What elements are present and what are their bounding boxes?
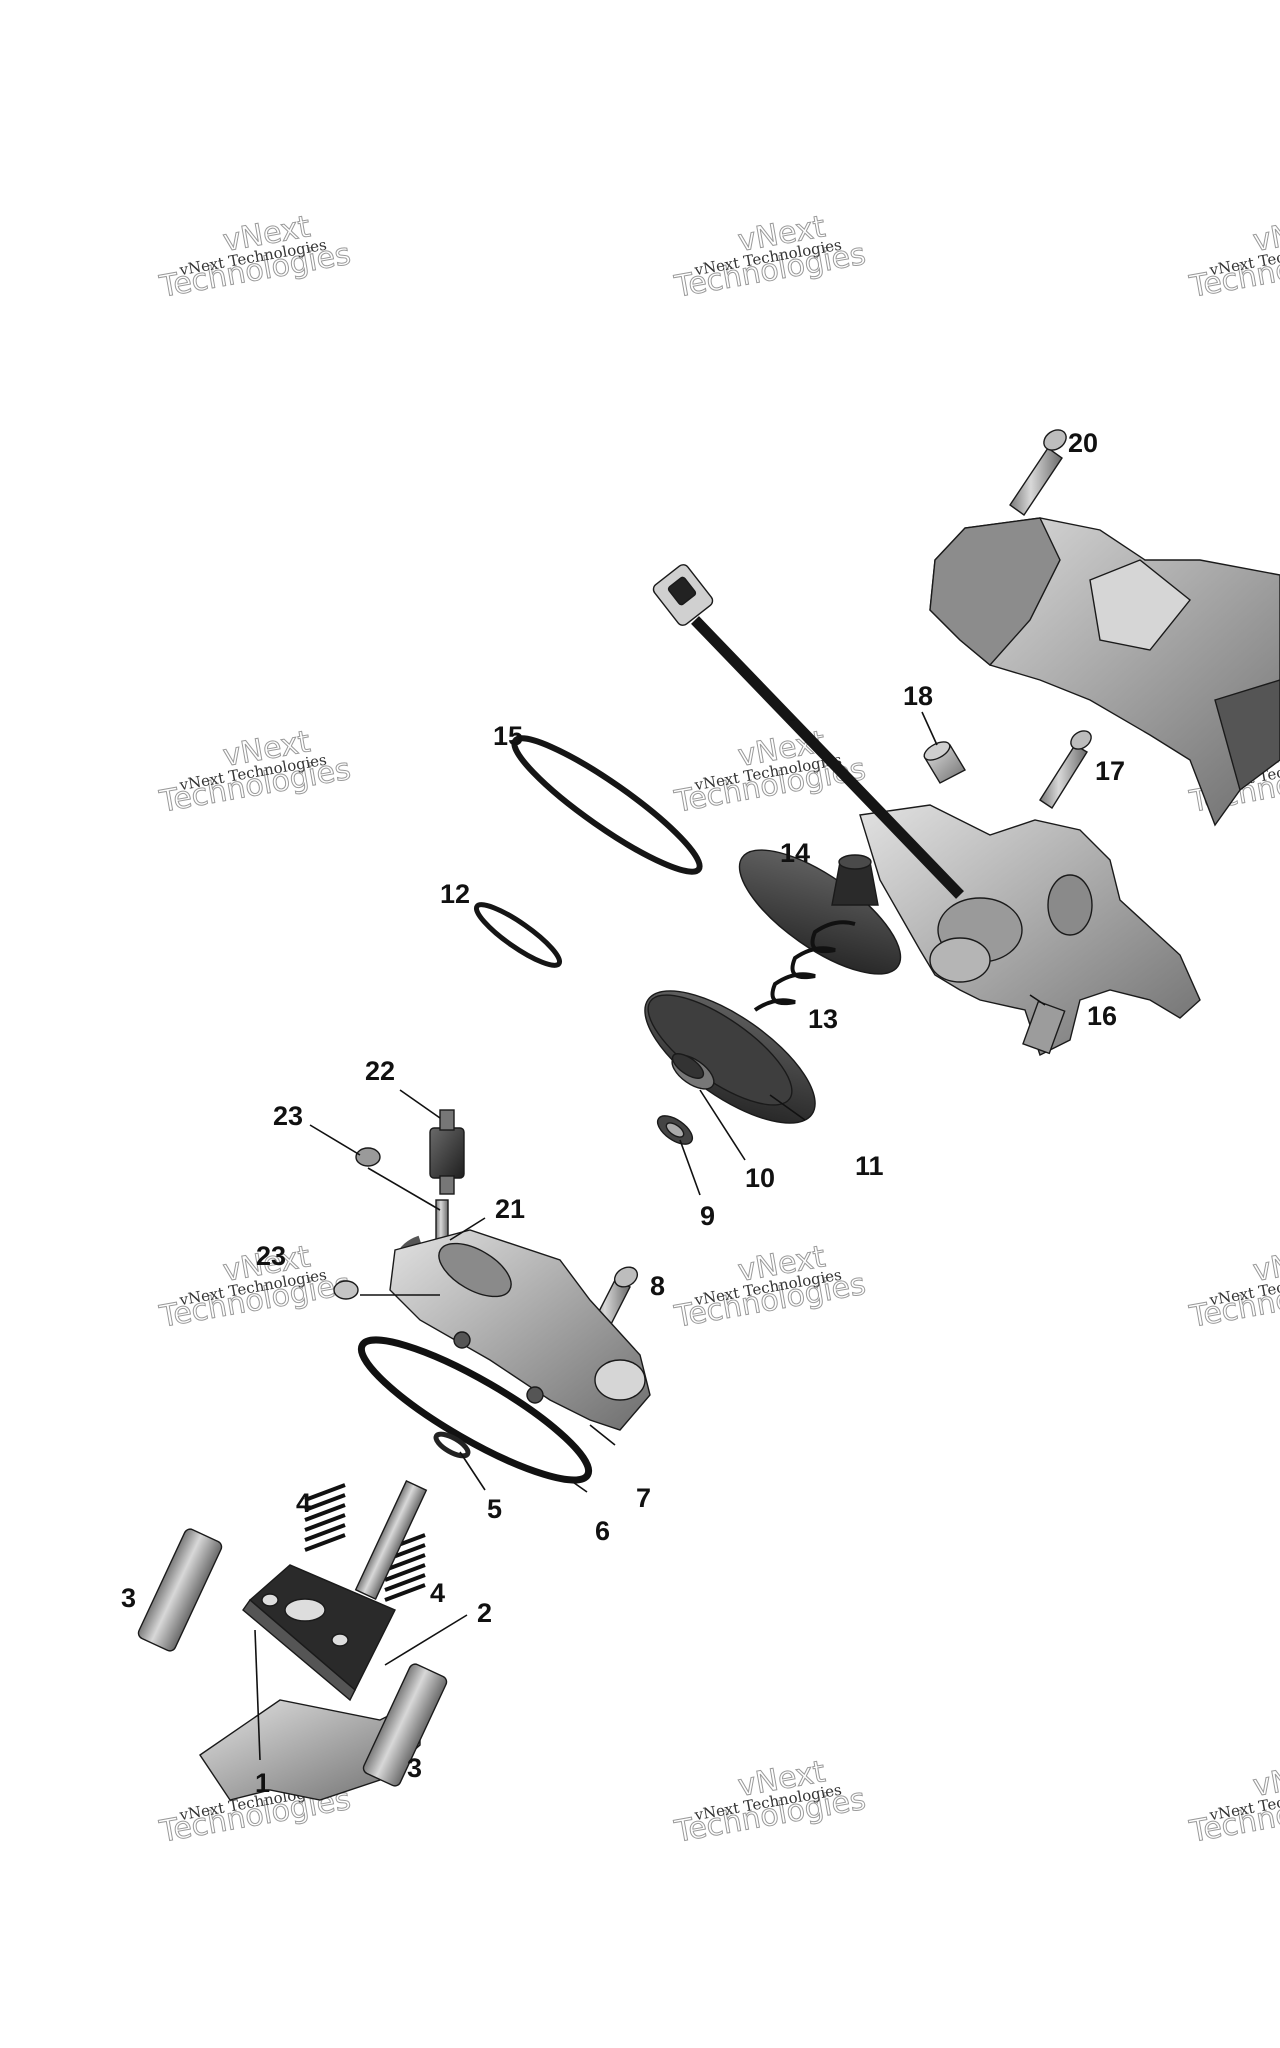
callout-11: 11	[855, 1151, 884, 1181]
callout-10: 10	[745, 1163, 775, 1193]
callout-2: 2	[477, 1598, 492, 1628]
callout-17: 17	[1095, 756, 1125, 786]
callout-18: 18	[903, 681, 933, 711]
callout-23-lower: 23	[256, 1241, 286, 1271]
nut-part-9	[656, 1115, 694, 1145]
pump-body-part-16	[859, 804, 1201, 1056]
sleeve-part-3-upper	[137, 1528, 223, 1652]
callout-9: 9	[700, 1201, 715, 1231]
callout-3-upper: 3	[121, 1583, 136, 1613]
callout-1: 1	[255, 1768, 270, 1798]
callout-8: 8	[650, 1271, 665, 1301]
o-ring-part-5	[433, 1431, 471, 1459]
watermark: vNext Technologies vNext Technologies	[671, 1239, 869, 1336]
valve-block-part-1	[199, 1480, 428, 1801]
callout-20: 20	[1068, 428, 1098, 458]
pump-cover-part-7	[389, 1229, 651, 1431]
bolt-part-20	[1009, 429, 1067, 516]
callout-22: 22	[365, 1056, 395, 1086]
watermark: vNext Technologies vNext Technologies	[671, 1754, 869, 1851]
callout-4-lower: 4	[430, 1578, 445, 1608]
spring-part-13	[753, 920, 856, 1012]
spring-part-4-lower	[384, 1533, 426, 1602]
watermark: vNext Technologies vNext Technologies	[671, 209, 869, 306]
callout-7: 7	[636, 1483, 651, 1513]
callout-21: 21	[495, 1194, 525, 1224]
callout-4-upper: 4	[296, 1488, 311, 1518]
leader-lines	[254, 711, 1046, 1761]
watermark: vNext Technologies vNext Technologies	[1186, 1754, 1280, 1851]
o-ring-part-15	[511, 735, 703, 875]
callout-5: 5	[487, 1494, 502, 1524]
callout-13: 13	[808, 1004, 838, 1034]
cap-part-23-lower	[333, 1280, 359, 1300]
sensor-cable	[652, 564, 964, 899]
callout-23-upper: 23	[273, 1101, 303, 1131]
spacer-part-10	[671, 1053, 715, 1090]
watermark: vNext Technologies vNext Technologies	[156, 724, 354, 821]
watermark: vNext Technologies vNext Technologies	[156, 209, 354, 306]
parts	[137, 429, 1280, 1801]
sleeve-part-3-lower	[362, 1663, 448, 1787]
watermark: vNext Technologies vNext Technologies	[156, 1239, 354, 1336]
plug-part-18	[923, 741, 966, 784]
filter-part-22	[429, 1109, 465, 1195]
callout-3-lower: 3	[407, 1753, 422, 1783]
gasket-part-6	[357, 1336, 593, 1484]
callout-15: 15	[493, 721, 523, 751]
callout-12: 12	[440, 879, 470, 909]
housing-cover	[929, 517, 1280, 827]
bolt-part-17	[1039, 730, 1092, 809]
callout-labels: 20 18 17 15 14 12 13 16 11 10 9 22 23 21…	[121, 428, 1125, 1798]
callout-6: 6	[595, 1516, 610, 1546]
watermark: vNext Technologies vNext Technologies	[1186, 1239, 1280, 1336]
cap-part-23-upper	[355, 1147, 381, 1167]
spring-part-4-upper	[304, 1483, 346, 1552]
plate-part-11	[644, 990, 816, 1124]
callout-16: 16	[1087, 1001, 1117, 1031]
o-ring-part-12	[473, 902, 563, 968]
watermark: vNext Technologies vNext Technologies	[1186, 209, 1280, 306]
diaphragm-part-14	[738, 849, 902, 975]
callout-14: 14	[780, 838, 810, 868]
